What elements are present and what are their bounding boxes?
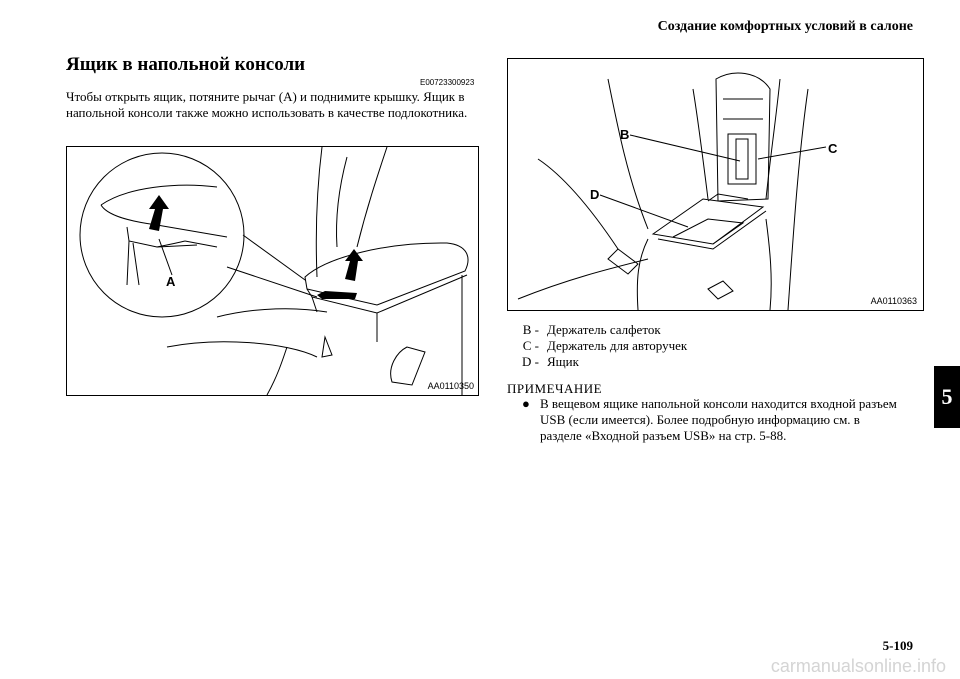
note-text: В вещевом ящике напольной консоли находи… [540,396,897,443]
legend-key: C - [522,338,539,353]
legend-item: D - Ящик [507,354,687,370]
note-item: ● В вещевом ящике напольной консоли нахо… [522,396,902,444]
figure-legend: B - Держатель салфеток C - Держатель для… [507,322,687,370]
chapter-tab: 5 [934,366,960,428]
legend-key: B - [522,322,539,337]
label-c: C [828,141,838,156]
bullet-icon: ● [522,396,530,411]
figure-armrest-lever: A AA0110350 [66,146,479,396]
figure-console-interior: B C D AA0110363 [507,58,924,311]
figure-id: AA0110363 [870,296,917,306]
watermark: carmanualsonline.info [770,656,946,676]
legend-text: Ящик [547,354,579,369]
legend-key: D - [522,354,539,369]
legend-item: C - Держатель для авторучек [507,338,687,354]
running-header: Создание комфортных условий в салоне [657,19,913,34]
legend-text: Держатель салфеток [547,322,661,337]
note-heading: ПРИМЕЧАНИЕ [507,381,603,396]
figure-id: AA0110350 [427,381,474,391]
page-number: 5-109 [882,638,913,653]
label-d: D [590,187,599,202]
section-title: Ящик в напольной консоли [66,54,306,75]
label-a: A [166,274,176,289]
section-code: E00723300923 [420,78,475,87]
intro-paragraph: Чтобы открыть ящик, потяните рычаг (A) и… [66,89,468,120]
console-illustration: B C D [517,72,838,310]
label-b: B [620,127,629,142]
legend-text: Держатель для авторучек [547,338,688,353]
armrest-illustration: A [79,147,469,395]
legend-item: B - Держатель салфеток [507,322,687,338]
